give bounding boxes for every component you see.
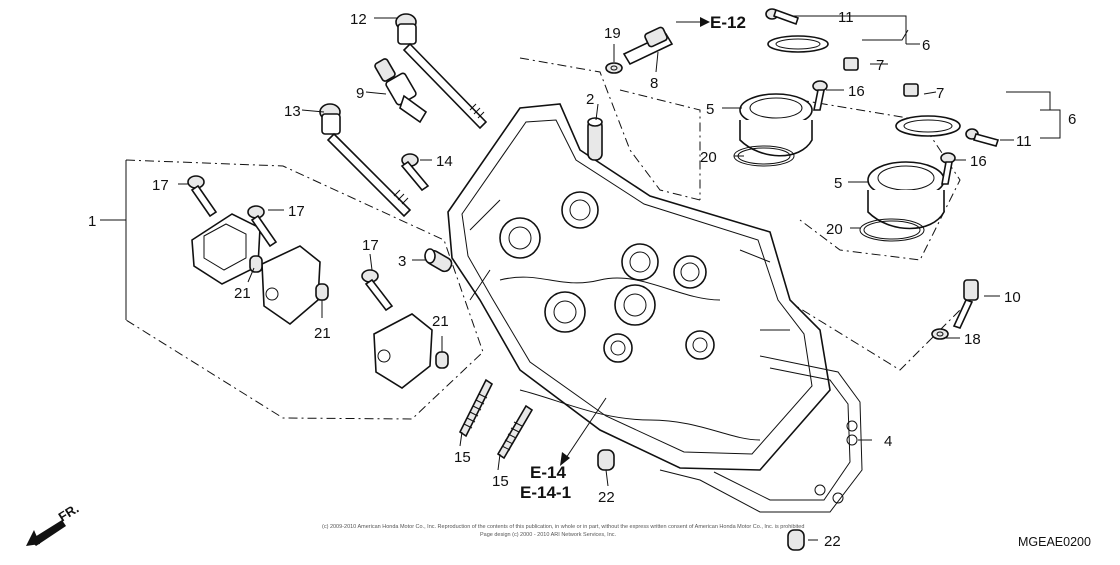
callout-19: 19 [604, 25, 621, 42]
stud-right [496, 404, 534, 460]
front-direction-arrow: FR. [26, 501, 81, 546]
callout-17-c: 17 [362, 237, 379, 254]
nut-7-upper [843, 57, 859, 71]
washer-18 [931, 328, 949, 340]
dowel-pin-2 [587, 117, 603, 161]
front-direction-label: FR. [56, 501, 82, 525]
group-outline-cam-holders [125, 159, 484, 420]
callout-10: 10 [1004, 289, 1021, 306]
callout-5-upper: 5 [706, 101, 714, 118]
callout-21-c: 21 [432, 313, 449, 330]
head-bolt-12 [395, 13, 488, 130]
cylinder-head [447, 103, 831, 471]
callout-1: 1 [88, 213, 96, 230]
callout-14: 14 [436, 153, 453, 170]
callout-21-b: 21 [314, 325, 331, 342]
clamp-6-lower [895, 115, 961, 137]
bolt-11-upper [765, 8, 800, 26]
callout-6-lower: 6 [1068, 111, 1076, 128]
callout-4: 4 [884, 433, 892, 450]
diagram-code: MGEAE0200 [1018, 535, 1091, 549]
head-gasket [659, 355, 863, 513]
group-outline-head [519, 57, 701, 201]
callout-7-lower: 7 [936, 85, 944, 102]
stud-left [458, 378, 494, 438]
callout-21-a: 21 [234, 285, 251, 302]
callout-13: 13 [284, 103, 301, 120]
callout-12: 12 [350, 11, 367, 28]
reference-e14-1: E-14-1 [520, 483, 571, 502]
callout-17-a: 17 [152, 177, 169, 194]
callout-8: 8 [650, 75, 658, 92]
clamp-6-upper [767, 35, 829, 53]
callout-3: 3 [398, 253, 406, 270]
cam-holder-middle [261, 245, 321, 326]
callout-15-right: 15 [492, 473, 509, 490]
washer-19 [605, 62, 623, 74]
callout-9: 9 [356, 85, 364, 102]
callout-11-lower: 11 [1016, 133, 1032, 150]
temperature-sensor-10 [952, 279, 979, 329]
callout-16-lower: 16 [970, 153, 987, 170]
callout-2: 2 [586, 91, 594, 108]
o-ring-20-lower [859, 218, 925, 242]
bolt-16-lower [940, 152, 956, 185]
callout-20-upper: 20 [700, 149, 717, 166]
bolt-17-c [361, 269, 394, 312]
copyright-line-2: Page design (c) 2000 - 2010 ARI Network … [480, 532, 617, 538]
callout-20-lower: 20 [826, 221, 843, 238]
dowel-22-b [787, 529, 805, 551]
reference-e12: E-12 [710, 13, 746, 32]
callout-16-upper: 16 [848, 83, 865, 100]
spark-plug [374, 58, 428, 124]
insulator-5-lower [867, 161, 945, 230]
copyright-line-1: (c) 2009-2010 American Honda Motor Co., … [322, 524, 804, 530]
insulator-5-upper [739, 93, 813, 157]
bolt-17-a [187, 175, 218, 218]
group-outline-intake-top [619, 89, 701, 200]
head-bolt-13 [319, 103, 412, 218]
dowel-21-c [435, 351, 449, 369]
group-outline-intake-right [799, 99, 961, 261]
bolt-14 [400, 153, 430, 192]
dowel-pin-3 [424, 248, 453, 273]
callout-22-b: 22 [824, 533, 841, 550]
reference-e14: E-14 [530, 463, 566, 482]
bolt-16-upper [812, 80, 828, 111]
bolt-11-lower [965, 128, 1000, 147]
cam-holder-upper [191, 213, 261, 285]
dowel-21-b [315, 283, 329, 301]
callout-6-upper: 6 [922, 37, 930, 54]
callout-11-upper: 11 [838, 9, 854, 26]
callout-18: 18 [964, 331, 981, 348]
callout-7-upper: 7 [876, 57, 884, 74]
fitting-8 [622, 26, 674, 66]
callout-22-a: 22 [598, 489, 615, 506]
callout-15-left: 15 [454, 449, 471, 466]
cam-holder-lower [373, 313, 433, 389]
nut-7-lower [903, 83, 919, 97]
dowel-21-a [249, 255, 263, 273]
callout-17-b: 17 [288, 203, 305, 220]
callout-5-lower: 5 [834, 175, 842, 192]
leader-lines [100, 15, 1061, 541]
dowel-22-a [597, 449, 615, 471]
bolt-17-b [247, 205, 278, 248]
